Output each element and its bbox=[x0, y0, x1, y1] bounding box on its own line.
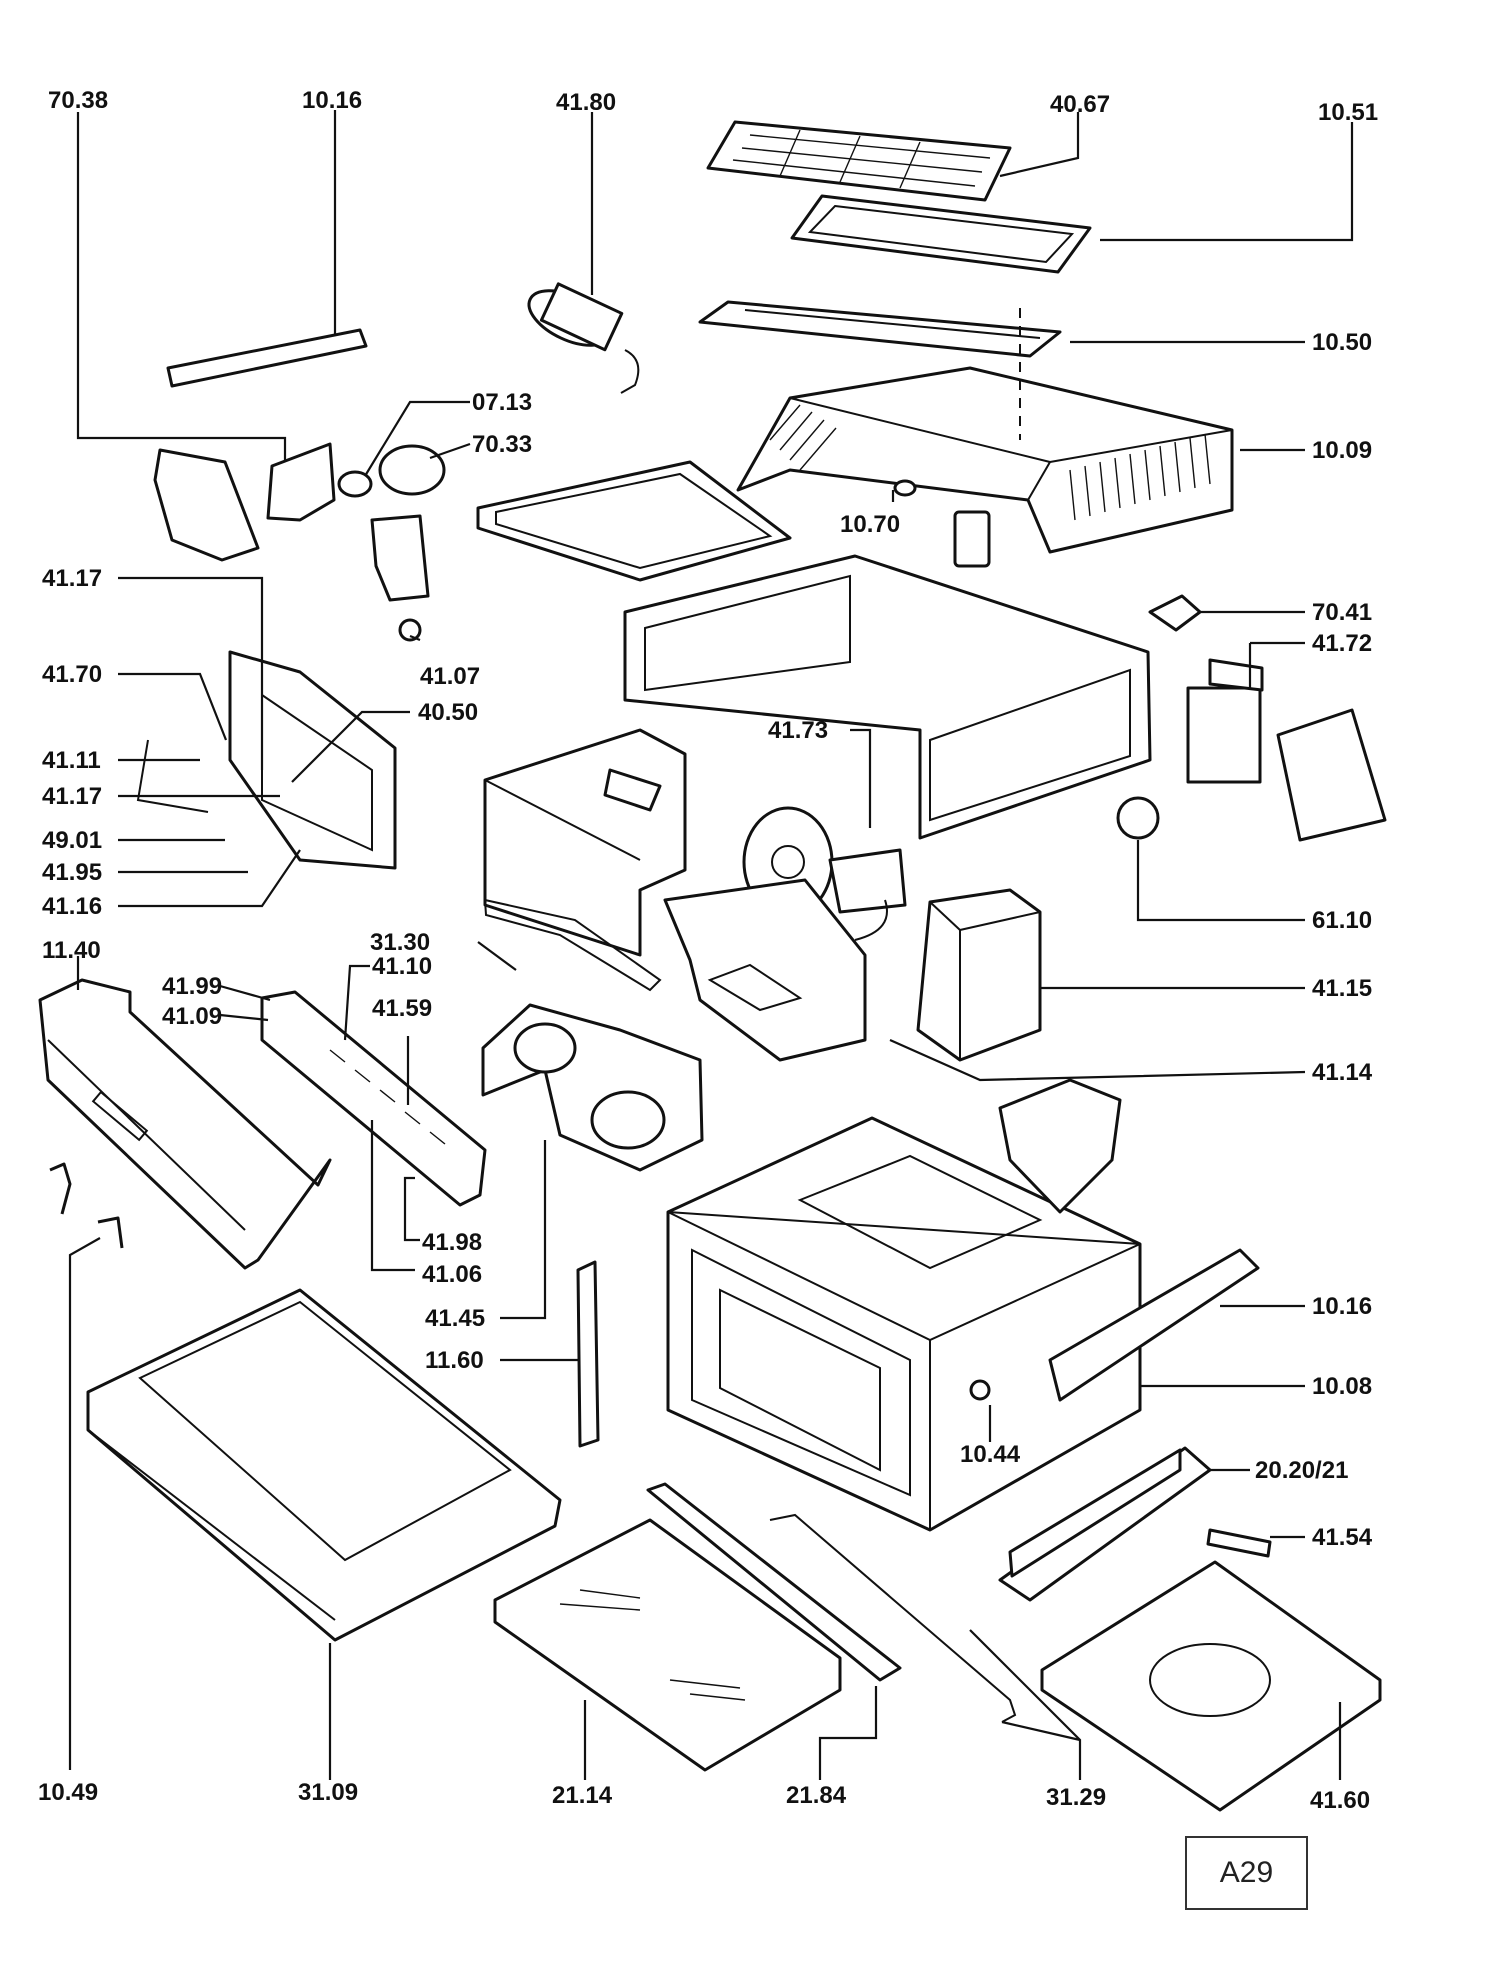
part-41-80-capacitor bbox=[527, 282, 640, 394]
label-31-30: 31.30 bbox=[370, 929, 430, 956]
label-10-70: 10.70 bbox=[840, 511, 900, 538]
label-41-17-upper: 41.17 bbox=[42, 565, 102, 592]
part-seal-strip bbox=[476, 460, 792, 582]
label-11-40: 11.40 bbox=[42, 937, 101, 964]
label-41-60: 41.60 bbox=[1310, 1787, 1370, 1814]
label-07-13: 07.13 bbox=[472, 389, 532, 416]
part-10-16-rail-top bbox=[166, 328, 368, 388]
part-41-54-rod bbox=[1206, 1528, 1272, 1558]
label-41-95: 41.95 bbox=[42, 859, 102, 886]
label-41-09: 41.09 bbox=[162, 1003, 222, 1030]
part-11-60-latch-strip bbox=[576, 1260, 600, 1448]
part-10-70-small-clip bbox=[893, 479, 917, 497]
label-41-11: 41.11 bbox=[42, 747, 101, 774]
label-41-07: 41.07 bbox=[420, 663, 480, 690]
label-41-54: 41.54 bbox=[1312, 1524, 1373, 1551]
label-41-15: 41.15 bbox=[1312, 975, 1372, 1002]
label-31-09: 31.09 bbox=[298, 1779, 358, 1806]
part-07-13-bulb-socket bbox=[337, 470, 373, 498]
label-41-16: 41.16 bbox=[42, 893, 102, 920]
label-41-99: 41.99 bbox=[162, 973, 222, 1000]
label-41-70: 41.70 bbox=[42, 661, 102, 688]
label-10-50: 10.50 bbox=[1312, 329, 1372, 356]
page-reference-box: A29 bbox=[1185, 1836, 1308, 1910]
label-10-16-top: 10.16 bbox=[302, 87, 362, 114]
part-11-40-door-frame bbox=[38, 978, 332, 1270]
part-31-09-door bbox=[86, 1288, 562, 1642]
part-41-15-magnetron bbox=[916, 888, 1042, 1062]
label-11-60: 11.60 bbox=[425, 1347, 484, 1374]
label-21-84: 21.84 bbox=[786, 1782, 847, 1809]
part-chassis-left bbox=[483, 728, 687, 957]
part-10-09-outer-cover bbox=[736, 308, 1234, 554]
label-70-33: 70.33 bbox=[472, 431, 532, 458]
part-10-08-oven-cavity bbox=[666, 1116, 1142, 1532]
label-41-45: 41.45 bbox=[425, 1305, 485, 1332]
part-41-07-bracket bbox=[370, 514, 430, 642]
part-41-45-motor-brackets bbox=[481, 1003, 704, 1172]
part-21-84-strip bbox=[646, 1482, 902, 1682]
part-21-14-glass-panel bbox=[493, 1518, 842, 1772]
label-31-29: 31.29 bbox=[1046, 1784, 1106, 1811]
label-41-73: 41.73 bbox=[768, 717, 828, 744]
part-base-wire bbox=[483, 898, 662, 992]
part-rear-frame bbox=[623, 554, 1152, 840]
label-20-20-21: 20.20/21 bbox=[1255, 1457, 1348, 1484]
label-41-59: 41.59 bbox=[372, 995, 432, 1022]
label-41-98: 41.98 bbox=[422, 1229, 482, 1256]
part-31-29-rod bbox=[769, 1513, 1017, 1723]
label-40-67: 40.67 bbox=[1050, 91, 1110, 118]
label-10-44: 10.44 bbox=[960, 1441, 1021, 1468]
part-61-10-diode bbox=[1116, 796, 1160, 840]
label-41-80: 41.80 bbox=[556, 89, 616, 116]
part-10-50-tray bbox=[698, 300, 1062, 358]
label-10-51: 10.51 bbox=[1318, 99, 1378, 126]
label-41-10: 41.10 bbox=[372, 953, 432, 980]
label-10-16-right: 10.16 bbox=[1312, 1293, 1372, 1320]
label-41-72: 41.72 bbox=[1312, 630, 1372, 657]
label-70-38: 70.38 bbox=[48, 87, 108, 114]
part-waveguide-bracket bbox=[998, 1078, 1122, 1214]
label-21-14: 21.14 bbox=[552, 1782, 613, 1809]
part-40-67-grille-sheet bbox=[706, 120, 1012, 202]
label-10-09: 10.09 bbox=[1312, 437, 1372, 464]
label-49-01: 49.01 bbox=[42, 827, 102, 854]
label-41-14: 41.14 bbox=[1312, 1059, 1373, 1086]
page-reference-label: A29 bbox=[1219, 1856, 1274, 1889]
label-41-17-lower: 41.17 bbox=[42, 783, 102, 810]
label-10-49: 10.49 bbox=[38, 1779, 98, 1806]
label-40-50: 40.50 bbox=[418, 699, 478, 726]
leader-lines bbox=[68, 110, 1354, 1780]
part-10-44-screw bbox=[969, 1379, 991, 1401]
part-10-51-filter-frame bbox=[790, 194, 1092, 274]
part-10-16-side-trim bbox=[1048, 1248, 1260, 1402]
part-70-33-bulb bbox=[378, 444, 446, 496]
part-41-72-transformer bbox=[1186, 658, 1387, 842]
callout-labels: 70.38 10.16 41.80 40.67 10.51 10.50 07.1… bbox=[38, 87, 1378, 1814]
part-stirrer-guide bbox=[663, 878, 867, 1062]
label-61-10: 61.10 bbox=[1312, 907, 1372, 934]
part-mica-plate bbox=[953, 510, 991, 568]
label-70-41: 70.41 bbox=[1312, 599, 1372, 626]
part-70-38-lamp-bracket bbox=[153, 442, 336, 562]
part-41-10-keypad-pcb bbox=[260, 990, 487, 1207]
label-41-06: 41.06 bbox=[422, 1261, 482, 1288]
part-fan-motor bbox=[828, 848, 907, 941]
part-10-49-clip bbox=[49, 1162, 124, 1249]
label-10-08: 10.08 bbox=[1312, 1373, 1372, 1400]
part-70-41-clip bbox=[1148, 594, 1202, 632]
part-41-60-base-tray bbox=[1040, 1560, 1382, 1812]
